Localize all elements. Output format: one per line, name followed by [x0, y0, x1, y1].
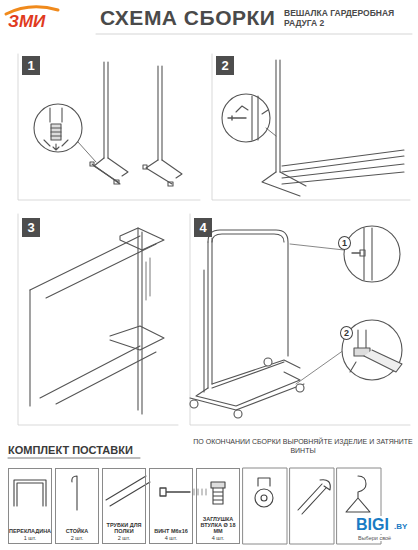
- step-number: 2: [216, 56, 234, 75]
- node-text: ТРУБКИ ДЛЯ ПОЛКИ: [104, 522, 144, 535]
- node-text: 3: [27, 220, 34, 235]
- quantity-text: 2 шт.: [71, 535, 83, 541]
- node-text: 1: [342, 238, 347, 248]
- watermark-domain: .BY: [394, 522, 407, 531]
- product-name: ВЕШАЛКА ГАРДЕРОБНАЯ РАДУГА 2: [284, 8, 410, 28]
- node-text: 1: [27, 58, 34, 73]
- quantity-text: 4 шт.: [165, 535, 177, 541]
- kit-item: ВИНТ М6х164 шт.: [149, 468, 193, 544]
- step3-drawing: [30, 228, 164, 414]
- kit-item: ТРУБКИ ДЛЯ ПОЛКИ2 шт.: [102, 468, 146, 544]
- step4-drawing: [190, 226, 402, 418]
- step-number: 4: [194, 218, 212, 237]
- panel-frames: [18, 54, 410, 425]
- kit-item: ЗАГЛУШКА ВТУЛКА Ø 18 ММ4 шт.: [196, 468, 240, 544]
- brand-logo: ЗМИ: [8, 12, 45, 32]
- watermark-slogan: Выбери своё: [358, 535, 391, 541]
- kit-item: ПЕРЕКЛАДИНА1 шт.: [8, 468, 52, 544]
- assembly-note: ПО ОКОНЧАНИИ СБОРКИ ВЫРОВНЯЙТЕ ИЗДЕЛИЕ И…: [192, 437, 414, 455]
- quantity-text: 1 шт.: [24, 535, 36, 541]
- node-text: 4: [199, 220, 206, 235]
- step2-drawing: [222, 60, 404, 196]
- step1-drawing: [34, 62, 182, 186]
- node-text: 2: [221, 58, 228, 73]
- kit-item: СТОЙКА2 шт.: [55, 468, 99, 544]
- callout-number: 1: [338, 236, 351, 250]
- header-rule: [96, 34, 412, 35]
- step-number: 3: [22, 218, 40, 237]
- quantity-text: 4 шт.: [212, 535, 224, 541]
- kit-rule: [8, 458, 140, 459]
- kit-pictures: [14, 468, 381, 544]
- quantity-text: 2 шт.: [118, 535, 130, 541]
- step-number: 1: [22, 56, 40, 75]
- callout-number: 2: [340, 326, 353, 340]
- node-text: ЗАГЛУШКА ВТУЛКА Ø 18 ММ: [198, 516, 238, 535]
- node-text: 2: [344, 328, 349, 338]
- page-title: СХЕМА СБОРКИ: [100, 6, 275, 30]
- watermark-logo: BIGI: [356, 516, 389, 534]
- kit-heading: КОМПЛЕКТ ПОСТАВКИ: [8, 444, 133, 456]
